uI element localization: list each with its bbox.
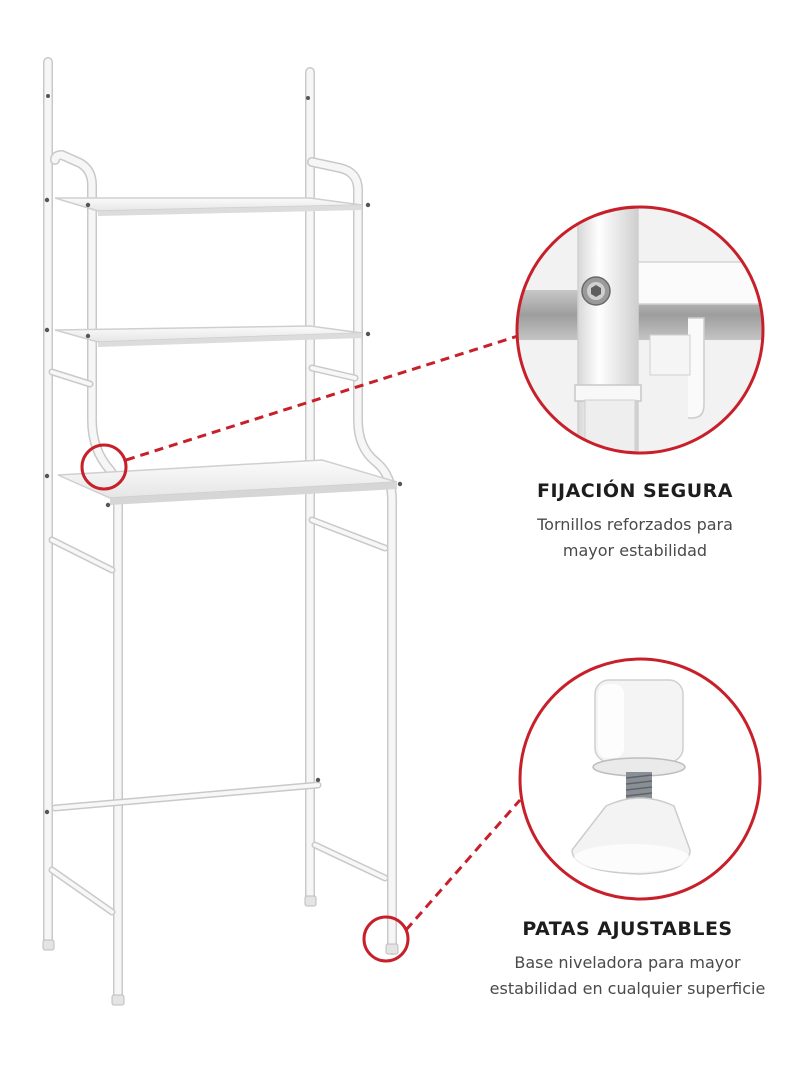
zoom-detail-screw [515, 205, 765, 455]
zoom-detail-foot [518, 657, 762, 901]
feature-desc-line: mayor estabilidad [562, 541, 708, 560]
top-shelf [54, 197, 363, 216]
feature-desc-line: estabilidad en cualquier superficie [489, 979, 766, 998]
feature-description: Tornillos reforzados para mayor estabili… [470, 512, 800, 564]
screw-dots [44, 94, 403, 815]
front-uprights [50, 149, 397, 1005]
screw-head-icon [581, 276, 611, 306]
callout-connector-2 [362, 799, 522, 963]
feature-desc-line: Base niveladora para mayor [514, 953, 741, 972]
callout-connector-1 [80, 334, 519, 491]
feature-desc-line: Tornillos reforzados para [537, 515, 733, 534]
shelf-unit [42, 57, 403, 1006]
middle-shelf [54, 325, 363, 347]
bottom-shelf [57, 459, 398, 505]
feature-secure-fixing: FIJACIÓN SEGURA Tornillos reforzados par… [470, 480, 800, 564]
feature-adjustable-legs: PATAS AJUSTABLES Base niveladora para ma… [455, 918, 800, 1002]
feature-title: FIJACIÓN SEGURA [536, 480, 734, 502]
feet [42, 895, 399, 1006]
feature-title: PATAS AJUSTABLES [522, 918, 733, 940]
feature-description: Base niveladora para mayor estabilidad e… [455, 950, 800, 1002]
